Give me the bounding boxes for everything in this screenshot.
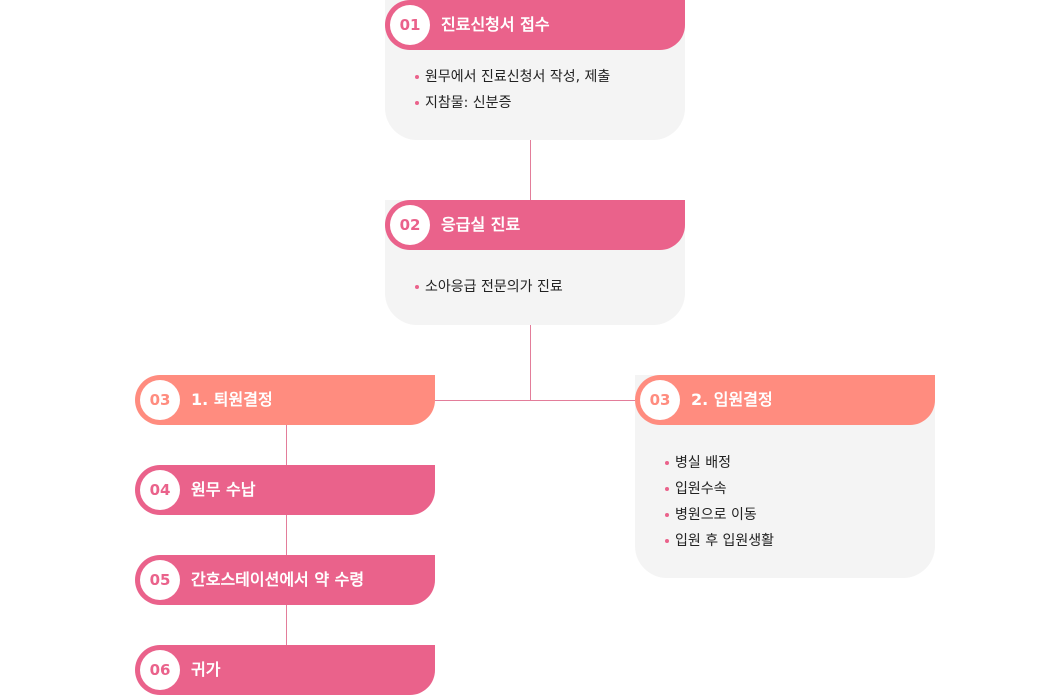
- step-02-card: 02 응급실 진료 소아응급 전문의가 진료: [385, 200, 685, 325]
- list-item: 원무에서 진료신청서 작성, 제출: [415, 64, 610, 90]
- step-04-number: 04: [140, 470, 180, 510]
- step-01-header: 01 진료신청서 접수: [385, 0, 685, 50]
- connector-02-branch: [530, 325, 531, 400]
- bullet-dot: [665, 539, 669, 543]
- step-01-list: 원무에서 진료신청서 작성, 제출 지참물: 신분증: [415, 64, 610, 116]
- step-01-card: 01 진료신청서 접수 원무에서 진료신청서 작성, 제출 지참물: 신분증: [385, 0, 685, 140]
- bullet-dot: [415, 101, 419, 105]
- step-03-admission-list: 병실 배정 입원수속 병원으로 이동 입원 후 입원생활: [665, 450, 774, 554]
- connector-05-06: [286, 605, 287, 645]
- step-05-number: 05: [140, 560, 180, 600]
- step-04-title: 원무 수납: [191, 480, 256, 499]
- step-01-title: 진료신청서 접수: [441, 15, 550, 34]
- list-item: 입원수속: [665, 476, 774, 502]
- step-03-admission-number: 03: [640, 380, 680, 420]
- step-04-header: 04 원무 수납: [135, 465, 435, 515]
- bullet-dot: [415, 285, 419, 289]
- bullet-dot: [665, 487, 669, 491]
- step-05-header: 05 간호스테이션에서 약 수령: [135, 555, 435, 605]
- list-item: 소아응급 전문의가 진료: [415, 274, 563, 300]
- connector-04-05: [286, 515, 287, 555]
- bullet-dot: [665, 513, 669, 517]
- step-03-admission-title: 2. 입원결정: [691, 390, 773, 409]
- step-02-list: 소아응급 전문의가 진료: [415, 274, 563, 300]
- bullet-dot: [415, 75, 419, 79]
- step-06-header: 06 귀가: [135, 645, 435, 695]
- step-03-admission-header: 03 2. 입원결정: [635, 375, 935, 425]
- step-02-title: 응급실 진료: [441, 215, 521, 234]
- step-03-discharge-header: 03 1. 퇴원결정: [135, 375, 435, 425]
- step-03-discharge-number: 03: [140, 380, 180, 420]
- connector-01-02: [530, 140, 531, 200]
- step-05-title: 간호스테이션에서 약 수령: [191, 570, 365, 589]
- step-03-discharge: 03 1. 퇴원결정: [135, 375, 435, 425]
- connector-branch-horizontal: [435, 400, 635, 401]
- step-02-number: 02: [390, 205, 430, 245]
- step-03-discharge-title: 1. 퇴원결정: [191, 390, 273, 409]
- list-item: 병원으로 이동: [665, 502, 774, 528]
- step-06-title: 귀가: [191, 660, 221, 679]
- step-06: 06 귀가: [135, 645, 435, 695]
- step-01-number: 01: [390, 5, 430, 45]
- step-06-number: 06: [140, 650, 180, 690]
- step-04: 04 원무 수납: [135, 465, 435, 515]
- list-item: 병실 배정: [665, 450, 774, 476]
- step-03-admission-card: 03 2. 입원결정 병실 배정 입원수속 병원으로 이동 입원 후 입원생활: [635, 375, 935, 578]
- step-02-header: 02 응급실 진료: [385, 200, 685, 250]
- step-05: 05 간호스테이션에서 약 수령: [135, 555, 435, 605]
- list-item: 지참물: 신분증: [415, 90, 610, 116]
- connector-03-04: [286, 425, 287, 465]
- bullet-dot: [665, 461, 669, 465]
- list-item: 입원 후 입원생활: [665, 528, 774, 554]
